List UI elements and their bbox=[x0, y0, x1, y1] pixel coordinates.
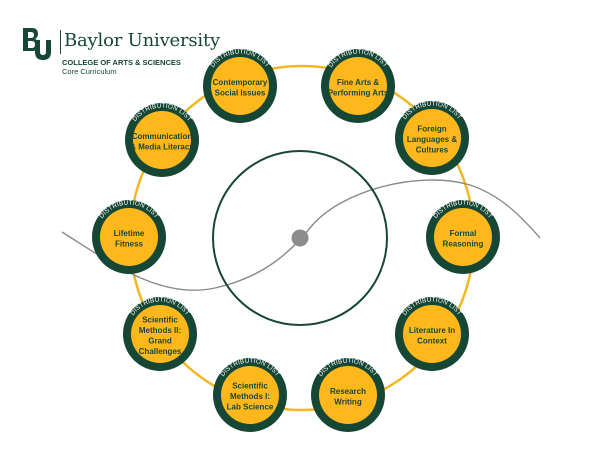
node-label-line: Scientific bbox=[142, 315, 178, 324]
core-curriculum-subtitle: Core Curriculum bbox=[62, 67, 117, 76]
node-label-line: Cultures bbox=[416, 146, 449, 155]
brand-divider bbox=[60, 30, 61, 54]
node-label-line: Formal bbox=[450, 229, 477, 238]
node-label-line: & Media Literacy bbox=[130, 142, 194, 151]
center-circle bbox=[212, 150, 388, 326]
node-label-line: Research bbox=[330, 387, 366, 396]
node-label-line: Contemporary bbox=[213, 78, 268, 87]
node-label-line: Writing bbox=[334, 397, 362, 406]
sine-wave-curve bbox=[61, 179, 541, 291]
node-inner-disc bbox=[133, 111, 191, 169]
node-inner-disc bbox=[434, 208, 492, 266]
university-name: Baylor University bbox=[64, 30, 220, 51]
node-label-line: Reasoning bbox=[443, 239, 484, 248]
center-dot bbox=[291, 229, 309, 247]
node-label-line: Challenges bbox=[139, 347, 182, 356]
node-label-line: Lifetime bbox=[114, 229, 145, 238]
node-label-line: Methods I: bbox=[230, 392, 270, 401]
node-label-line: Literature In bbox=[409, 326, 455, 335]
node-label-line: Grand bbox=[148, 336, 172, 345]
node-inner-disc bbox=[221, 366, 279, 424]
node-label-line: Social Issues bbox=[215, 88, 266, 97]
node-inner-disc bbox=[403, 305, 461, 363]
node-label-line: Fine Arts & bbox=[337, 78, 380, 87]
node-label-line: Performing Arts bbox=[328, 88, 389, 97]
node-inner-disc bbox=[100, 208, 158, 266]
node-label-line: Methods II: bbox=[139, 326, 181, 335]
node-inner-disc bbox=[211, 57, 269, 115]
node-label-line: Foreign bbox=[417, 125, 446, 134]
node-label-line: Fitness bbox=[115, 239, 144, 248]
brand-header: Baylor University COLLEGE OF ARTS & SCIE… bbox=[20, 26, 230, 82]
node-label-line: Context bbox=[417, 336, 447, 345]
node-label-line: Languages & bbox=[407, 135, 457, 144]
baylor-bu-logo-icon bbox=[23, 28, 51, 60]
node-label-line: Lab Science bbox=[227, 403, 274, 412]
college-name: COLLEGE OF ARTS & SCIENCES bbox=[62, 58, 181, 67]
node-inner-disc bbox=[403, 109, 461, 167]
node-label-line: Scientific bbox=[232, 382, 268, 391]
node-label-line: Communication bbox=[132, 132, 193, 141]
node-inner-disc bbox=[319, 366, 377, 424]
node-inner-disc bbox=[329, 57, 387, 115]
node-inner-disc bbox=[131, 305, 189, 363]
